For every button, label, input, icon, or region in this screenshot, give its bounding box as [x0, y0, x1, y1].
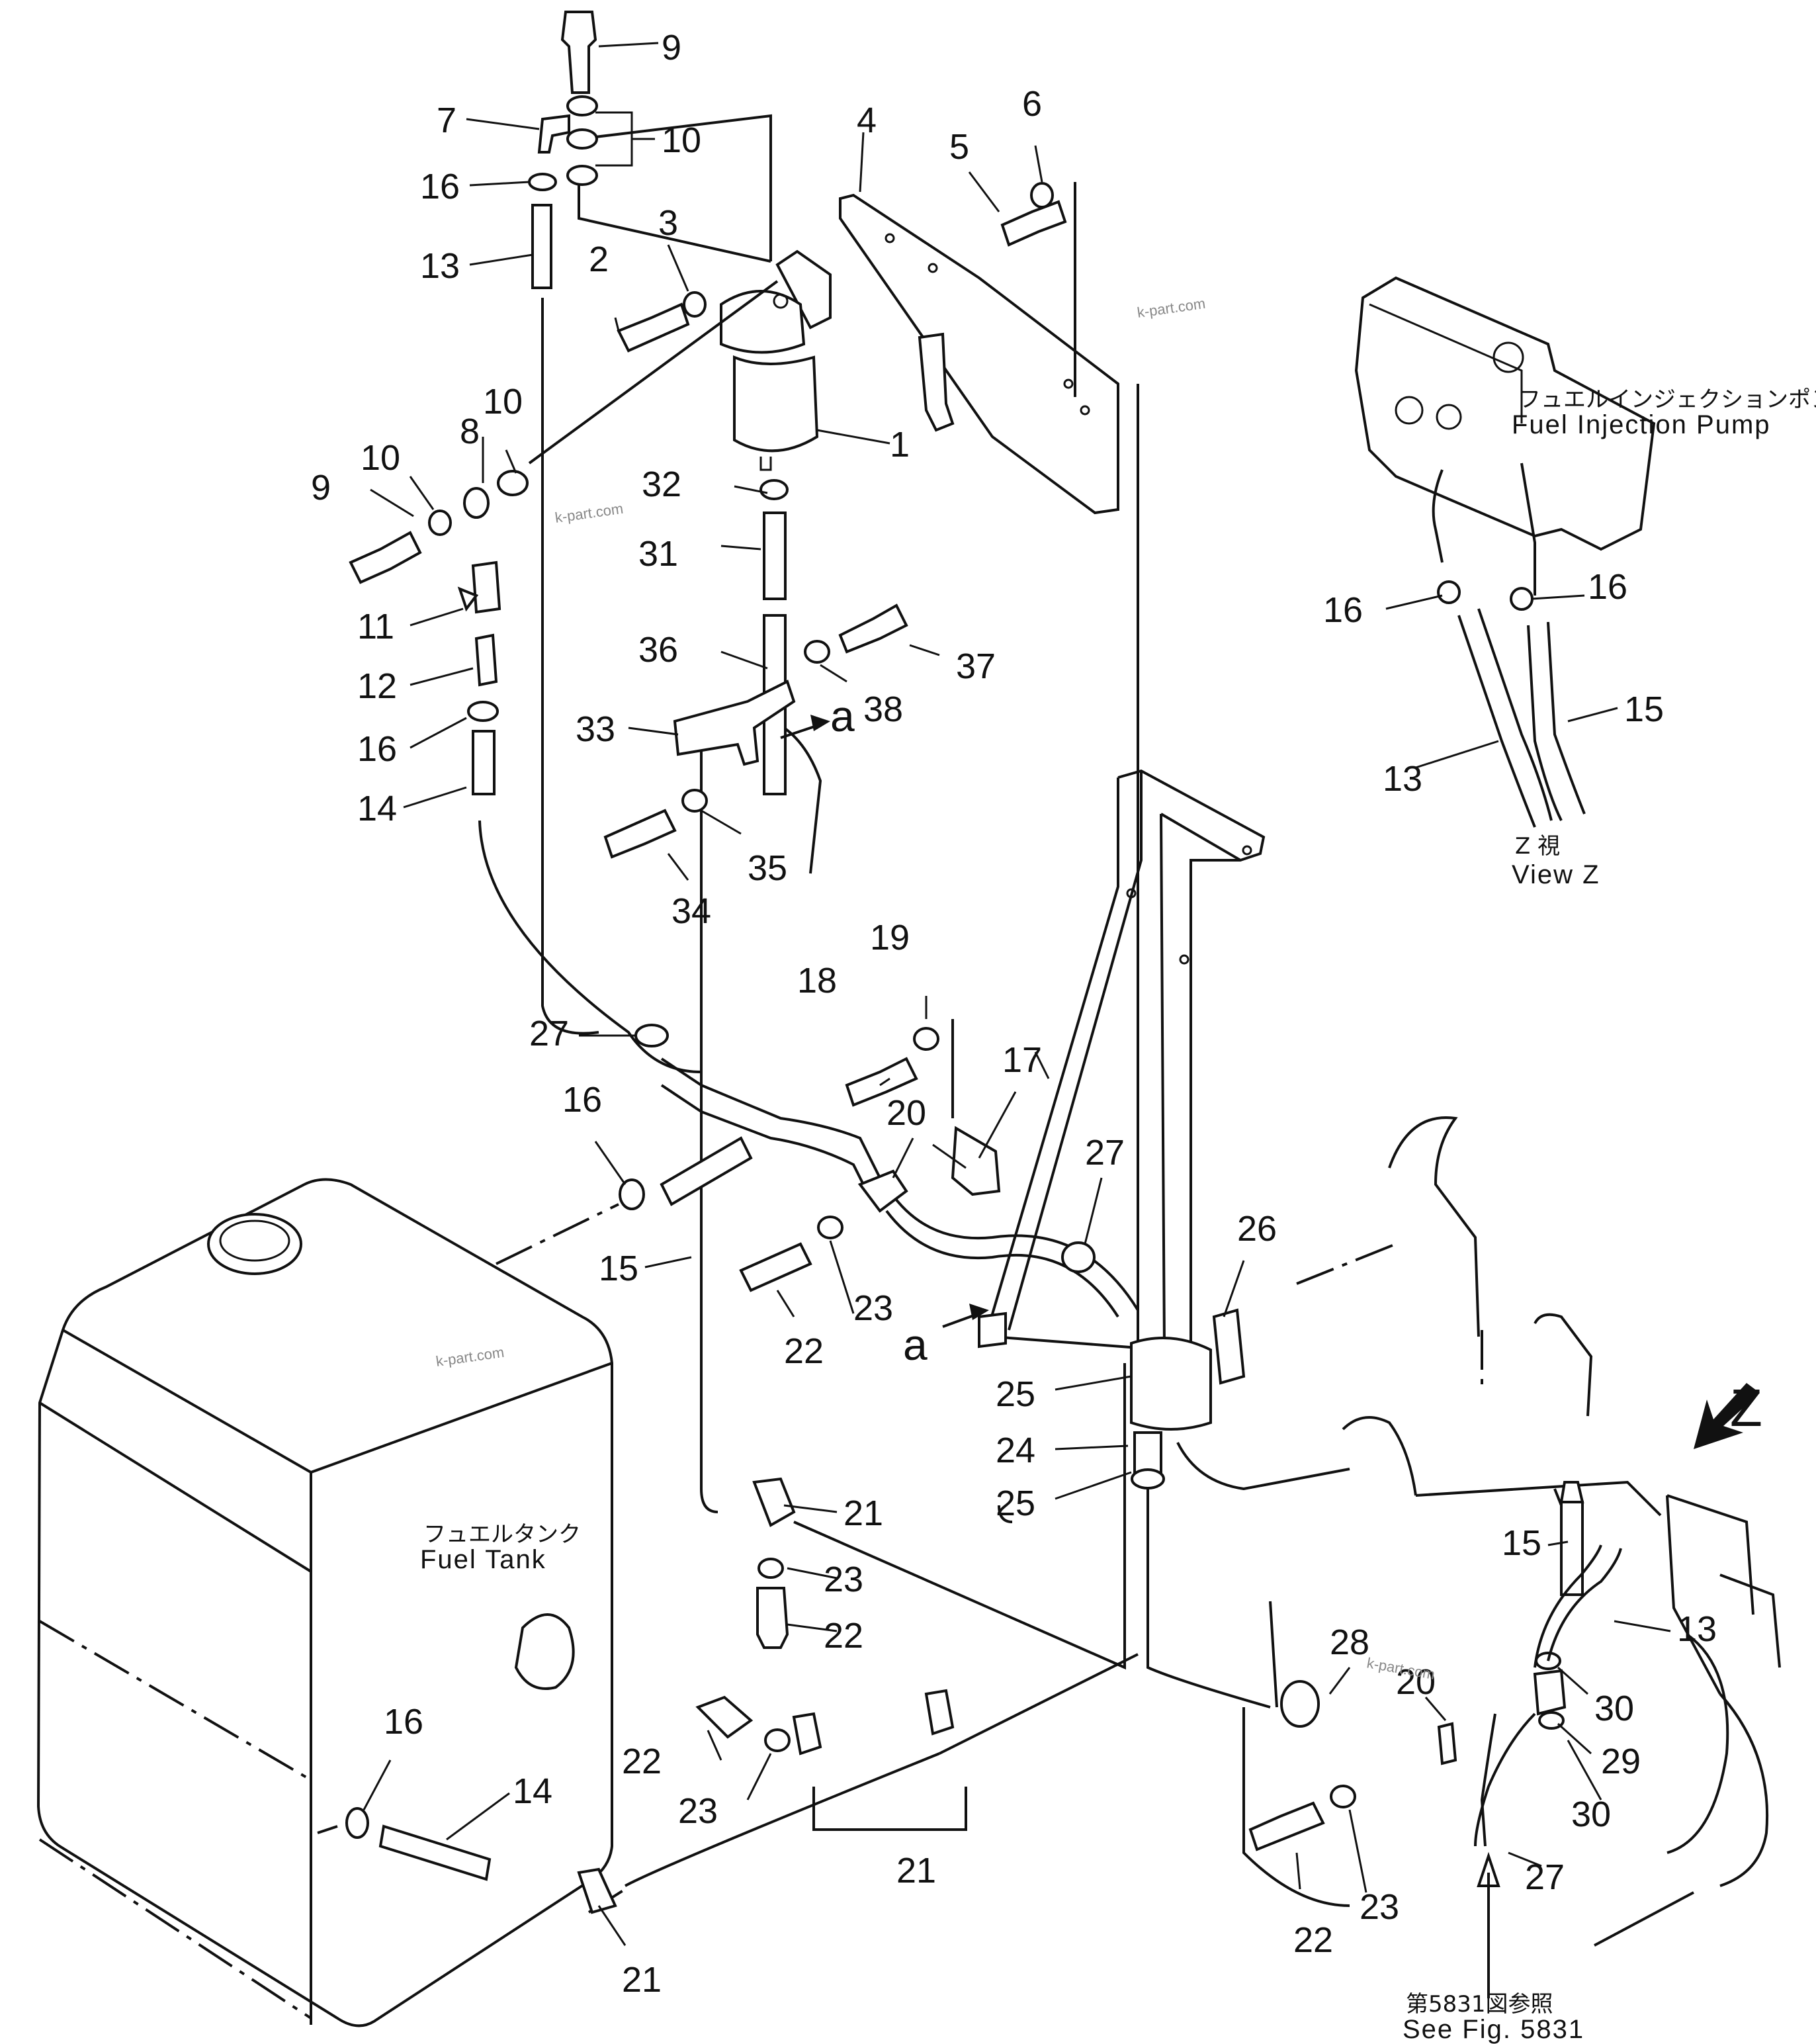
view-z-label-en: View Z: [1512, 860, 1600, 889]
callout-2: 2: [589, 240, 609, 279]
fuel-tank-label-en: Fuel Tank: [420, 1545, 546, 1574]
callout-10-top: 10: [662, 120, 701, 160]
engine-block: [1176, 1116, 1781, 1947]
callout-30-lower: 30: [1571, 1795, 1611, 1834]
callout-20-engine: 20: [1396, 1662, 1436, 1702]
callout-15-view-z: 15: [1624, 689, 1664, 729]
hardware-parts: [345, 11, 1622, 1998]
callout-36: 36: [638, 630, 678, 670]
callout-16-top: 16: [420, 167, 460, 206]
callout-12: 12: [357, 666, 397, 706]
callout-19: 19: [870, 918, 910, 957]
callout-15-engine: 15: [1502, 1523, 1541, 1563]
callout-27-left: 27: [529, 1014, 569, 1053]
callout-7: 7: [437, 101, 456, 140]
fuel-tank: [36, 1178, 613, 2027]
callout-17: 17: [1002, 1040, 1042, 1080]
callout-27-center: 27: [1085, 1133, 1125, 1173]
callout-20-center: 20: [886, 1093, 926, 1133]
labels: フュエルインジェクションポンプ Fuel Injection Pump Z 視 …: [420, 386, 1816, 2044]
marker-a-bottom: a: [903, 1320, 928, 1369]
view-z-label-jp: Z 視: [1515, 833, 1560, 860]
callout-numbers: 1 2 3 4 5 6 7 8 9 9 10 10 10 11 12 13 13…: [311, 28, 1717, 2000]
pump-label-jp: フュエルインジェクションポンプ: [1518, 386, 1816, 413]
callout-21-center: 21: [843, 1493, 883, 1533]
view-markers: a a Z: [830, 691, 1762, 1437]
callout-26: 26: [1237, 1209, 1277, 1249]
callout-14-tank: 14: [513, 1771, 552, 1811]
callout-30-upper: 30: [1594, 1689, 1634, 1728]
view-arrows: [780, 715, 1760, 1449]
callout-16-view-z-right: 16: [1588, 567, 1627, 607]
callout-11: 11: [357, 607, 394, 646]
callout-8: 8: [460, 412, 480, 451]
callout-21-bottom: 21: [896, 1851, 936, 1890]
callout-21-tank: 21: [622, 1960, 662, 2000]
callout-16-center: 16: [562, 1080, 602, 1120]
callout-16-view-z-left: 16: [1323, 590, 1363, 630]
watermark-2: k-part.com: [554, 500, 624, 526]
see-fig-label-en: See Fig. 5831: [1403, 2015, 1584, 2044]
callout-13-top: 13: [420, 246, 460, 286]
callout-9-top: 9: [662, 28, 681, 67]
callout-13-view-z: 13: [1383, 759, 1422, 799]
callout-31: 31: [638, 534, 678, 574]
see-fig-label-jp: 第5831図参照: [1406, 1991, 1553, 2018]
watermark-1: k-part.com: [1136, 295, 1206, 321]
pump-label-en: Fuel Injection Pump: [1512, 410, 1771, 439]
fuel-injection-pump-view-z: [1354, 276, 1656, 828]
callout-33: 33: [576, 709, 615, 749]
callout-3: 3: [658, 203, 678, 243]
callout-10-left: 10: [361, 438, 400, 478]
callout-35: 35: [748, 848, 787, 888]
fuel-tank-label-jp: フュエルタンク: [423, 1521, 581, 1548]
leader-lines: [317, 114, 1271, 1914]
callout-15-center: 15: [599, 1249, 638, 1288]
callout-9-left: 9: [311, 468, 331, 508]
callout-4: 4: [857, 101, 877, 140]
callout-24: 24: [996, 1431, 1035, 1470]
callout-leaders: [363, 42, 1671, 1946]
callout-38: 38: [863, 689, 903, 729]
callout-34: 34: [671, 891, 711, 931]
callout-25-lower: 25: [996, 1484, 1035, 1523]
callout-16-tank: 16: [384, 1702, 423, 1742]
callout-22-mid: 22: [824, 1616, 863, 1656]
marker-a-top: a: [830, 691, 855, 740]
watermarks: k-part.com k-part.com k-part.com k-part.…: [435, 295, 1436, 1683]
callout-22-lower: 22: [622, 1742, 662, 1781]
callout-25-upper: 25: [996, 1374, 1035, 1414]
callout-23-engine: 23: [1360, 1887, 1399, 1927]
callout-28: 28: [1330, 1622, 1369, 1662]
callout-27-engine: 27: [1525, 1857, 1565, 1897]
fuel-filter: [720, 249, 832, 471]
callout-14-top: 14: [357, 789, 397, 828]
callout-18: 18: [797, 961, 837, 1000]
callout-13-engine: 13: [1677, 1609, 1717, 1649]
callout-22-center: 22: [784, 1331, 824, 1371]
callout-37: 37: [956, 646, 996, 686]
callout-23-lower: 23: [678, 1791, 718, 1831]
callout-23-center: 23: [853, 1288, 893, 1328]
callout-1: 1: [890, 425, 910, 465]
watermark-3: k-part.com: [435, 1344, 505, 1370]
filter-bracket: [839, 193, 1119, 515]
marker-z: Z: [1730, 1378, 1762, 1437]
callout-16-left: 16: [357, 729, 397, 769]
callout-32: 32: [642, 465, 681, 504]
callout-29: 29: [1601, 1742, 1641, 1781]
callout-6: 6: [1022, 84, 1042, 124]
callout-22-engine: 22: [1293, 1920, 1333, 1960]
callout-23-mid: 23: [824, 1560, 863, 1599]
callout-5: 5: [949, 127, 969, 167]
callout-10-right: 10: [483, 382, 523, 422]
